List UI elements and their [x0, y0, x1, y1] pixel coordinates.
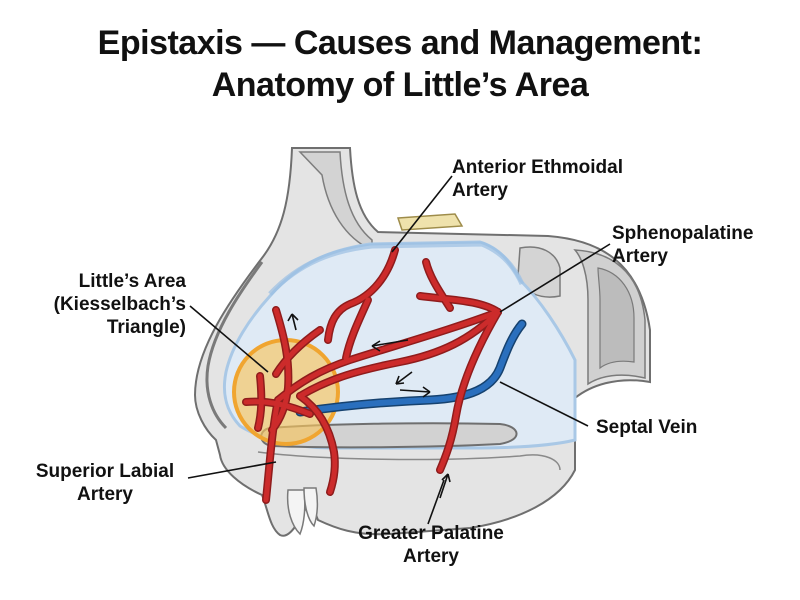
alar-cartilage — [205, 261, 264, 430]
label-anterior-ethmoidal: Anterior Ethmoidal Artery — [452, 156, 623, 202]
leader-septal-vein — [499, 381, 589, 427]
flow-arrow-1 — [371, 339, 409, 347]
artery-branch-up — [423, 259, 453, 311]
incisor-tooth-2 — [303, 487, 319, 528]
artery-branch-cross — [243, 399, 313, 417]
artery-network — [242, 246, 502, 504]
flow-arrow-4 — [291, 313, 297, 331]
cribriform-cartilage — [396, 213, 464, 231]
artery-branch-mid — [343, 297, 371, 361]
title-line-1: Epistaxis — Causes and Management: — [97, 24, 703, 62]
artery-branch-upper — [417, 293, 501, 315]
label-sphenopalatine-line-2: Artery — [612, 246, 668, 267]
label-anterior-ethmoidal-line-2: Artery — [452, 180, 508, 201]
flow-arrow-5 — [439, 473, 449, 499]
superior-labial-vessel — [263, 397, 281, 503]
label-superior-labial-line-2: Artery — [77, 484, 133, 505]
label-littles-area: Little’s Area (Kiesselbach’s Triangle) — [54, 270, 186, 339]
artery-branch-down — [297, 393, 338, 495]
greater-palatine-vessel — [437, 309, 501, 473]
leader-sphenopalatine — [499, 243, 611, 313]
leader-lines — [187, 175, 611, 525]
label-greater-palatine-line-1: Greater Palatine — [358, 523, 504, 544]
label-littles-area-line-1: Little’s Area — [78, 271, 186, 292]
palate-lower-edge — [257, 451, 561, 471]
leader-littles-area — [189, 305, 269, 373]
label-sphenopalatine-line-1: Sphenopalatine — [612, 223, 754, 244]
leader-greater-palatine — [427, 479, 445, 525]
diagram-title: Epistaxis — Causes and Management: Anato… — [0, 22, 800, 106]
label-superior-labial-line-1: Superior Labial — [35, 461, 175, 482]
mucosa-edge-upper — [268, 241, 525, 296]
sphenoid-sinus — [597, 267, 635, 370]
artery-main-trunk — [275, 309, 501, 403]
label-anterior-ethmoidal-line-1: Anterior Ethmoidal — [452, 157, 624, 178]
leader-superior-labial — [187, 461, 277, 479]
anterior-ethmoidal-vessel — [325, 247, 398, 343]
artery-branch-lower — [297, 309, 501, 399]
label-greater-palatine-line-2: Artery — [403, 546, 459, 567]
label-superior-labial: Superior Labial Artery — [22, 460, 188, 506]
title-line-2: Anatomy of Little’s Area — [211, 66, 589, 104]
label-littles-area-line-2: (Kiesselbach’s — [53, 294, 186, 315]
label-littles-area-line-3: Triangle) — [106, 317, 186, 338]
artery-branch-anterior — [273, 327, 323, 377]
label-sphenopalatine: Sphenopalatine Artery — [612, 222, 753, 268]
flow-arrow-3 — [399, 389, 431, 393]
artery-branch-front — [269, 307, 291, 433]
label-septal-vein-line-1: Septal Vein — [596, 417, 698, 438]
flow-arrows — [287, 313, 451, 499]
flow-arrow-2 — [395, 371, 413, 385]
label-septal-vein: Septal Vein — [596, 416, 697, 439]
label-greater-palatine: Greater Palatine Artery — [336, 522, 526, 568]
leader-anterior-ethmoidal — [391, 175, 453, 253]
